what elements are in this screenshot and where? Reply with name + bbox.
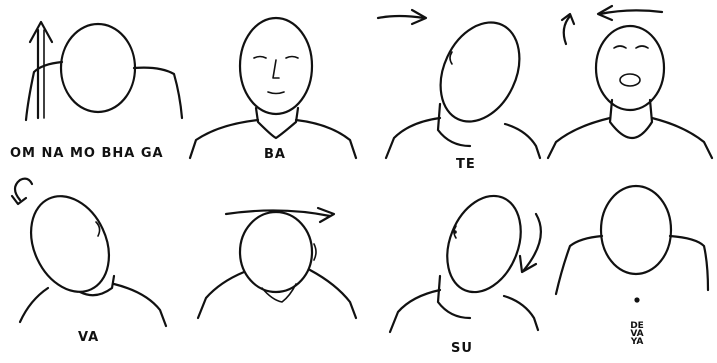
panel-7-left-shoulder	[390, 290, 440, 332]
panel-4-right-eye	[636, 46, 648, 48]
panel-7-ear-dot	[453, 230, 457, 234]
panel-5-right-shoulder	[114, 284, 166, 326]
panel-7-head	[434, 185, 535, 303]
panel-2-nose	[273, 60, 279, 78]
panel-4-arrow-shaft	[600, 10, 662, 14]
panel-7-head-turned	[390, 185, 541, 332]
panel-4-curved-arrow	[564, 16, 570, 44]
panel-3-head-turned	[378, 10, 540, 158]
panel-1-right-shoulder	[134, 68, 182, 118]
panel-6-head-bowed	[198, 208, 356, 318]
panel-8-head	[601, 186, 671, 274]
panel-4-head-tilted-back	[548, 6, 712, 158]
panel-3-right-shoulder	[505, 124, 540, 158]
panel-4-left-shoulder	[548, 118, 610, 158]
panel-3-label: TE	[456, 157, 476, 172]
panel-2-label: BA	[264, 147, 286, 162]
panel-6-right-shoulder	[310, 270, 356, 318]
panel-1-head-upward-arrow	[26, 22, 182, 120]
panel-8-head-back	[556, 186, 708, 303]
panel-5-label: VA	[78, 330, 99, 345]
panel-2-left-shoulder	[190, 120, 258, 158]
panel-1-head	[61, 24, 135, 112]
panel-2-mouth	[268, 92, 284, 94]
panel-2-head	[240, 18, 312, 114]
panel-3-left-shoulder	[386, 118, 440, 158]
panel-8-label-line-3: YA	[627, 338, 647, 346]
panel-2-left-eye	[254, 57, 266, 59]
panel-3-ear	[450, 52, 452, 64]
panel-3-neck	[438, 104, 470, 146]
panel-4-head	[596, 26, 664, 110]
panel-4-open-mouth	[620, 74, 640, 86]
panel-7-label: SU	[451, 341, 473, 356]
panel-2-right-eye	[286, 57, 298, 59]
panel-6-left-shoulder	[198, 272, 244, 318]
panel-1-label: OM NA MO BHA GA	[10, 146, 164, 161]
panel-8-right-shoulder	[670, 236, 708, 290]
panel-2-frontal-face	[190, 18, 356, 158]
panel-3-arrow-shaft	[378, 16, 424, 18]
panel-8-label: DE VA YA	[627, 322, 647, 346]
panel-2-neck	[256, 108, 298, 138]
panel-2-right-shoulder	[296, 120, 356, 158]
panel-6-ear	[314, 244, 316, 260]
panel-8-dot	[634, 297, 639, 302]
panel-4-right-shoulder	[652, 118, 712, 158]
panel-7-right-shoulder	[504, 296, 538, 330]
panel-5-curled-arrow	[15, 179, 32, 200]
panel-6-head	[240, 212, 312, 292]
panel-5-head-tilted	[12, 179, 166, 326]
panel-5-left-shoulder	[20, 288, 48, 322]
panel-6-face-down	[262, 284, 296, 302]
panel-1-arrow-head	[30, 22, 52, 42]
panel-3-head	[425, 10, 534, 135]
panel-8-left-shoulder	[556, 236, 602, 294]
panel-5-head	[16, 183, 124, 304]
panel-4-left-eye	[614, 46, 626, 48]
panel-7-down-arrow	[524, 214, 541, 270]
